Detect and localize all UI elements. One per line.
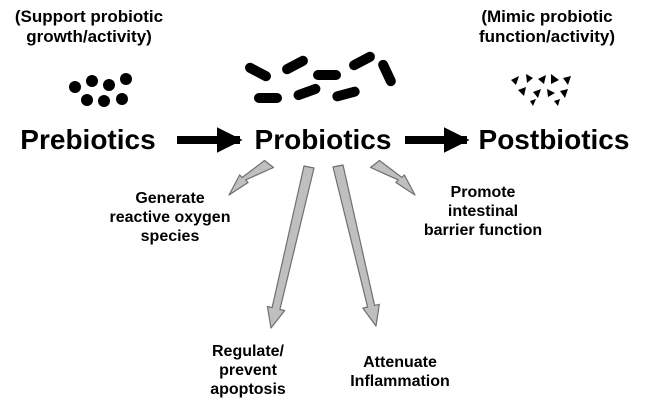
fragment [551, 74, 559, 84]
fragment [530, 99, 536, 106]
note-line: growth/activity) [26, 27, 152, 47]
effect-line: Inflammation [350, 372, 450, 390]
prebiotics-dots-icon [69, 73, 132, 107]
dot [69, 81, 81, 93]
effect-line: apoptosis [210, 380, 286, 398]
dot [86, 75, 98, 87]
fragment [560, 89, 568, 98]
barrier-effect-arrow [369, 159, 416, 196]
probiotics-rods-icon [245, 51, 396, 103]
rod [293, 83, 321, 101]
note-line: (Mimic probiotic [481, 7, 613, 26]
inflammation-effect-arrow [332, 164, 380, 327]
dot [98, 95, 110, 107]
rod [282, 55, 308, 75]
rod [254, 93, 282, 103]
effect-line: Attenuate [363, 354, 437, 371]
prebiotics-label: Prebiotics [20, 124, 156, 155]
effect-line: Promote [450, 184, 516, 201]
note-line: function/activity) [478, 27, 615, 47]
dot [120, 73, 132, 85]
barrier-effect-label: Promote intestinal barrier function [408, 184, 558, 241]
effect-line: species [140, 227, 200, 245]
effect-line: Generate [135, 190, 205, 207]
fragment [554, 99, 560, 106]
prebiotics-note: (Support probiotic growth/activity) [0, 7, 178, 47]
rod [349, 51, 375, 71]
fragment [547, 89, 555, 97]
fragment [518, 87, 526, 96]
effect-line: prevent [219, 361, 277, 379]
note-line: (Support probiotic [14, 7, 164, 26]
rod [378, 59, 396, 87]
ros-effect-label: Generate reactive oxygen species [103, 190, 237, 247]
dot [103, 79, 115, 91]
postbiotics-label: Postbiotics [478, 124, 630, 155]
rod [313, 70, 341, 80]
apoptosis-effect-arrow [266, 165, 315, 329]
rod [332, 86, 360, 102]
effect-line: intestinal [447, 202, 519, 220]
dot [81, 94, 93, 106]
fragment [538, 75, 546, 84]
apoptosis-effect-label: Regulate/ prevent apoptosis [198, 343, 298, 400]
postbiotics-fragments-icon [511, 74, 571, 106]
inflammation-effect-label: Attenuate Inflammation [336, 354, 464, 392]
fragment [526, 74, 533, 83]
fragment [511, 76, 519, 85]
effect-line: barrier function [423, 221, 543, 239]
effect-line: Regulate/ [211, 343, 284, 360]
dot [116, 93, 128, 105]
postbiotics-note: (Mimic probiotic function/activity) [458, 7, 636, 47]
effect-line: reactive oxygen [109, 208, 231, 226]
fragment [563, 76, 571, 85]
probiotics-label: Probiotics [254, 124, 392, 155]
fragment [533, 89, 541, 98]
rod [245, 62, 271, 82]
ros-effect-arrow [228, 159, 275, 196]
